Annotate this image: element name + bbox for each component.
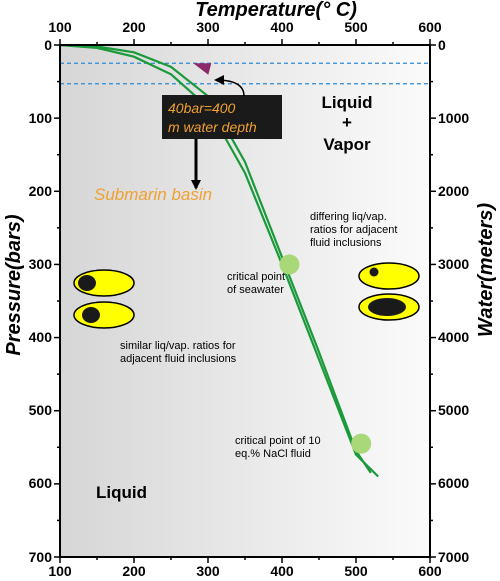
- nacl-cp-note-line1: critical point of 10: [235, 435, 321, 447]
- fluid-inclusion-right-1: [358, 262, 420, 290]
- critical-point-nacl-marker: [351, 433, 372, 454]
- region-label-liquid: Liquid: [96, 483, 147, 502]
- vapor-bubble-left-2: [82, 307, 100, 323]
- water-depth-callout-box: [162, 95, 282, 139]
- water-depth-axis-title: Water(meters): [475, 203, 497, 337]
- top-tick-label: 300: [196, 19, 220, 35]
- submarine-basin-label: Submarin basin: [94, 185, 212, 204]
- depth-tick-label: 1000: [438, 110, 469, 126]
- vapor-bubble-right-1: [369, 267, 379, 277]
- pressure-tick-label: 600: [29, 475, 53, 491]
- pressure-tick-label: 0: [44, 37, 52, 53]
- top-tick-label: 600: [418, 19, 442, 35]
- depth-tick-label: 7000: [438, 549, 469, 565]
- bottom-tick-label: 500: [344, 563, 368, 579]
- nacl-cp-note-line2: eq.% NaCl fluid: [235, 448, 311, 460]
- vapor-bubble-right-2: [368, 298, 406, 316]
- pressure-tick-label: 500: [29, 402, 53, 418]
- pressure-tick-label: 300: [29, 256, 53, 272]
- vapor-bubble-left-1: [78, 275, 96, 291]
- differing-note-line1: differing liq/vap.: [310, 211, 387, 223]
- depth-tick-label: 4000: [438, 329, 469, 345]
- boiling-curve-nacl: [59, 43, 379, 478]
- callout-arrow-to-triangle: [214, 75, 245, 97]
- similar-fluid-inclusions: [73, 269, 135, 329]
- pressure-tick-label: 100: [29, 110, 53, 126]
- top-tick-label: 200: [122, 19, 146, 35]
- region-label-vapor: Vapor: [323, 135, 371, 154]
- pressure-tick-label: 700: [29, 549, 53, 565]
- bottom-tick-label: 200: [122, 563, 146, 579]
- callout-text-line1: 40bar=400: [168, 100, 236, 116]
- temperature-axis-title: Temperature(° C): [195, 0, 357, 21]
- similar-note-line2: adjacent fluid inclusions: [120, 353, 237, 365]
- depth-tick-label: 5000: [438, 402, 469, 418]
- top-tick-label: 500: [344, 19, 368, 35]
- seawater-cp-note-line2: of seawater: [227, 284, 284, 296]
- depth-tick-label: 0: [438, 37, 446, 53]
- region-label-plus: +: [342, 113, 352, 132]
- differing-note-line3: fluid inclusions: [310, 237, 382, 249]
- top-tick-label: 400: [270, 19, 294, 35]
- top-tick-labels: 100 200 300 400 500 600: [48, 19, 442, 35]
- bottom-tick-labels: 100 200 300 400 500 600: [48, 563, 442, 579]
- left-tick-labels: 0 100 200 300 400 500 600 700: [29, 37, 53, 565]
- pressure-tick-label: 400: [29, 329, 53, 345]
- similar-note-line1: similar liq/vap. ratios for: [120, 340, 236, 352]
- seawater-cp-note-line1: critical point: [227, 271, 285, 283]
- bottom-tick-label: 400: [270, 563, 294, 579]
- right-tick-labels: 0 1000 2000 3000 4000 5000 6000 7000: [438, 37, 469, 565]
- bottom-tick-label: 300: [196, 563, 220, 579]
- top-tick-label: 100: [48, 19, 72, 35]
- depth-tick-label: 3000: [438, 256, 469, 272]
- critical-point-seawater-marker: [279, 254, 300, 275]
- water-depth-triangle: [193, 63, 212, 75]
- depth-tick-label: 2000: [438, 183, 469, 199]
- bottom-tick-label: 100: [48, 563, 72, 579]
- pressure-axis-title: Pressure(bars): [3, 214, 25, 356]
- pressure-tick-label: 200: [29, 183, 53, 199]
- bottom-tick-label: 600: [418, 563, 442, 579]
- depth-tick-label: 6000: [438, 475, 469, 491]
- callout-text-line2: m water depth: [168, 119, 257, 135]
- differing-fluid-inclusions: [358, 262, 420, 321]
- region-label-liquid-vapor: Liquid: [322, 93, 373, 112]
- axis-ticks: [54, 39, 436, 563]
- differing-note-line2: ratios for adjacent: [310, 224, 397, 236]
